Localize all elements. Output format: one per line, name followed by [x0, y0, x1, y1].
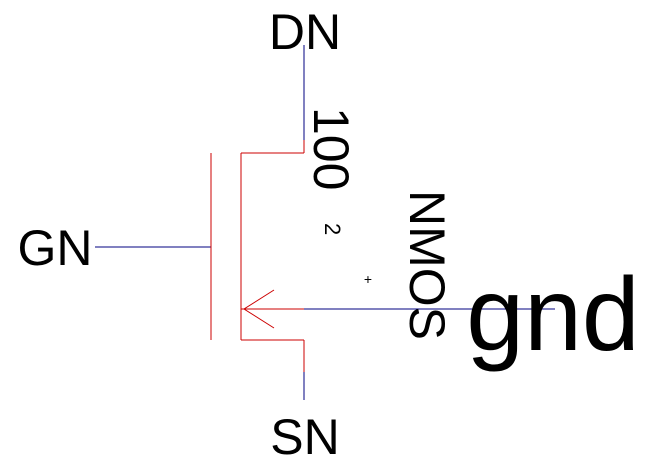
width-parameter-label: 100 [303, 107, 359, 190]
drain-pin-label: DN [269, 4, 341, 60]
origin-marker: + [364, 271, 372, 287]
device-type-label: NMOS [399, 190, 455, 340]
length-parameter-label: 2 [320, 223, 345, 235]
gate-pin-label: GN [18, 220, 93, 276]
nmos-device [210, 140, 305, 372]
source-pin-label: SN [270, 409, 339, 461]
body-arrow-head [243, 289, 275, 329]
bulk-pin-label: gnd [466, 257, 640, 373]
